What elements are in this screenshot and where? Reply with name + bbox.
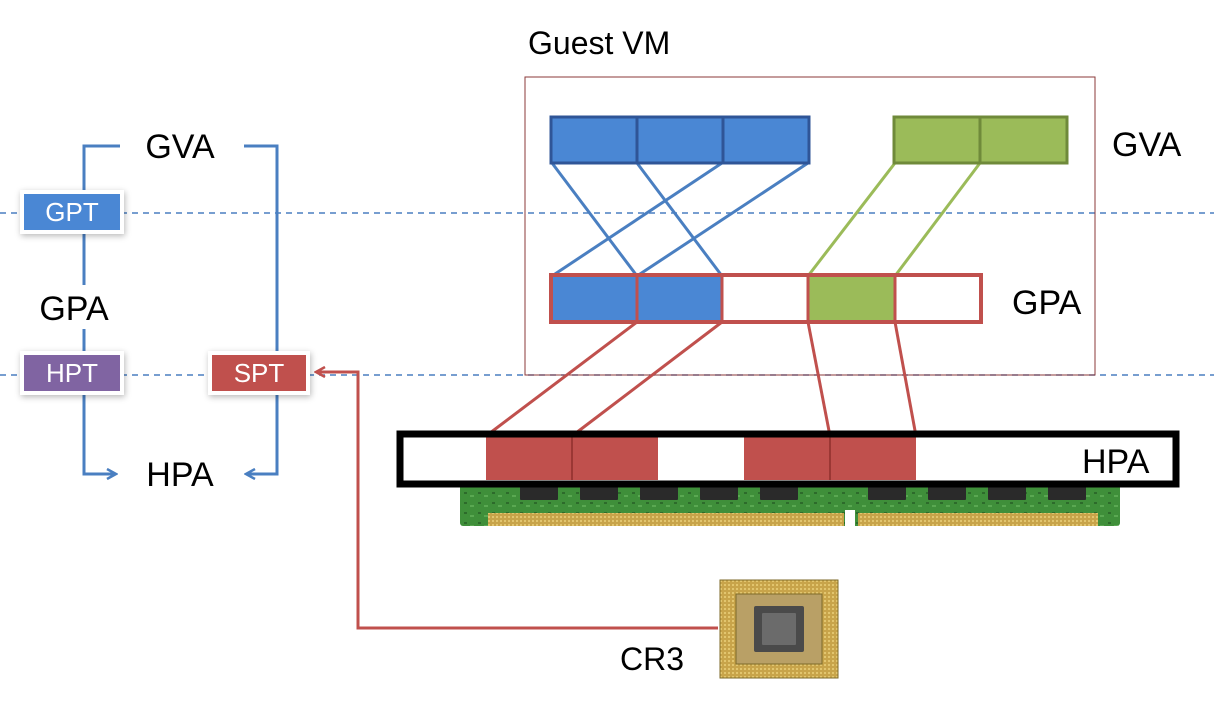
hpa-page-block <box>572 436 658 480</box>
gpa-row <box>549 273 983 324</box>
left-gpa-label-bg <box>30 285 120 329</box>
gpa-page-block <box>808 276 895 321</box>
gpa-hpa-mapping-lines <box>485 320 918 438</box>
right-hpa-label: HPA <box>1082 443 1150 481</box>
map-line <box>550 162 639 277</box>
left-hpa-label: HPA <box>146 456 214 494</box>
cr3-to-spt-arrow <box>316 372 718 630</box>
map-line <box>551 161 723 278</box>
gva-page-block <box>549 115 639 165</box>
hpa-page-block <box>744 436 830 480</box>
map-line <box>485 320 638 438</box>
map-line <box>571 320 723 438</box>
cr3-label: CR3 <box>620 641 684 677</box>
cpu-chip-image <box>719 579 839 679</box>
gva-gpa-mapping-lines <box>550 161 982 278</box>
map-line <box>893 162 982 277</box>
spt-tag: SPT <box>212 355 306 391</box>
map-line <box>635 162 724 277</box>
gpa-outline <box>549 273 983 324</box>
ram-module-image <box>460 478 1120 528</box>
map-line <box>636 161 809 278</box>
guest-vm-title: Guest VM <box>528 25 670 61</box>
gva-page-block <box>721 115 811 165</box>
hpa-row <box>396 430 1180 488</box>
gva-page-block <box>978 115 1069 165</box>
map-line <box>893 321 918 437</box>
hpa-page-block <box>486 436 572 480</box>
map-line <box>806 162 897 277</box>
gva-page-block <box>892 115 982 165</box>
left-gpa-label: GPA <box>39 290 109 328</box>
gva-blocks <box>549 115 1069 165</box>
gpa-page-block <box>637 276 722 321</box>
gva-to-hpa-right-bracket <box>244 144 279 474</box>
right-gpa-label: GPA <box>1012 284 1082 322</box>
gva-page-block <box>635 115 725 165</box>
hpa-outline <box>396 430 1180 488</box>
right-gva-label: GVA <box>1112 126 1182 164</box>
gpa-page-block <box>552 276 637 321</box>
left-gva-label: GVA <box>145 128 215 166</box>
map-line <box>806 321 832 437</box>
guest-vm-box <box>524 76 1096 376</box>
gpt-tag: GPT <box>24 194 120 230</box>
hpa-page-block <box>830 436 916 480</box>
hpt-tag: HPT <box>24 355 120 391</box>
